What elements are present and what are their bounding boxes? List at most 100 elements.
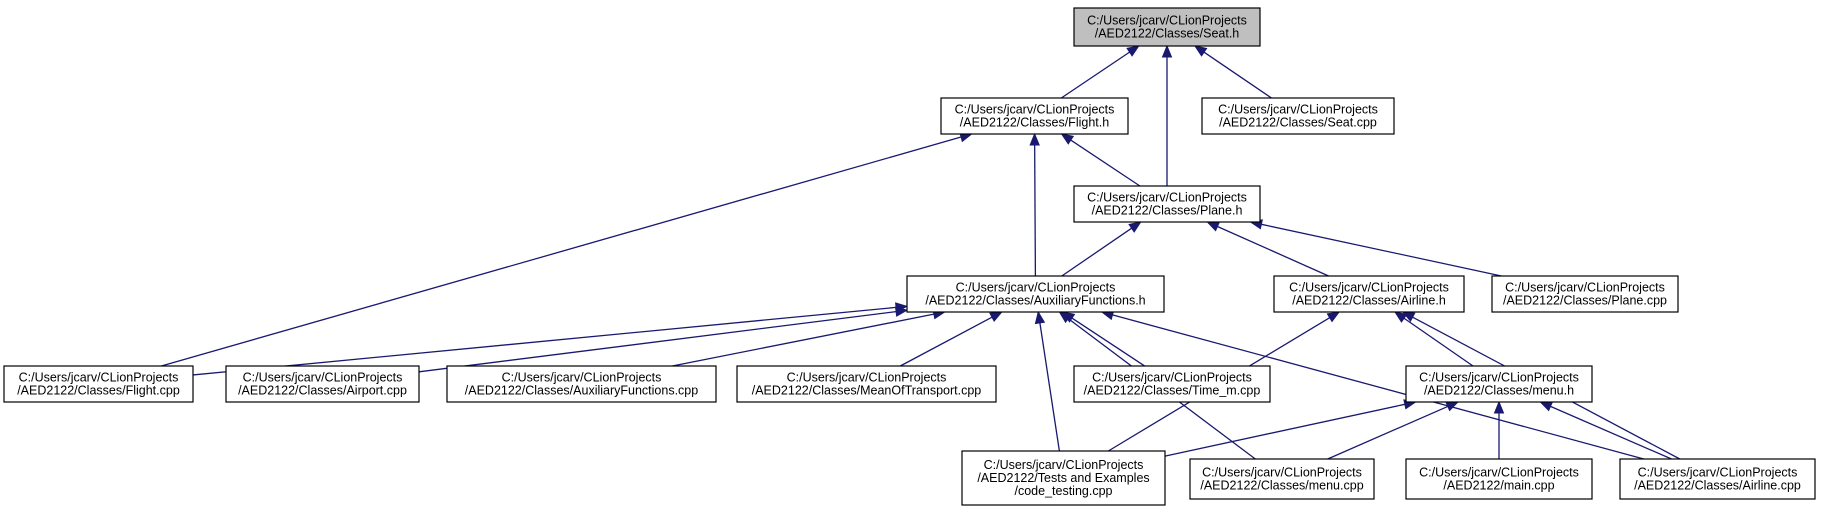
edge-airline_cpp-to-menu_h: [1539, 401, 1672, 460]
node-box: [1491, 275, 1679, 313]
arrowhead-icon: [1193, 45, 1208, 57]
node-menu-h[interactable]: C:/Users/jcarv/CLionProjects/AED2122/Cla…: [1405, 365, 1593, 403]
node-label-line: /AED2122/Classes/AuxiliaryFunctions.h: [925, 294, 1145, 308]
node-box: [961, 450, 1166, 506]
node-aux-cpp[interactable]: C:/Users/jcarv/CLionProjects/AED2122/Cla…: [446, 365, 717, 403]
node-label-line: /AED2122/Classes/MeanOfTransport.cpp: [752, 384, 982, 398]
edge-line: [1403, 317, 1474, 367]
arrowhead-icon: [1058, 311, 1072, 324]
node-label-line: C:/Users/jcarv/CLionProjects: [1289, 281, 1449, 295]
edge-line: [1164, 403, 1405, 457]
arrowhead-icon: [1445, 401, 1460, 412]
edge-line: [1034, 144, 1037, 277]
node-time-cpp[interactable]: C:/Users/jcarv/CLionProjects/AED2122/Cla…: [1073, 365, 1271, 403]
node-seat-cpp[interactable]: C:/Users/jcarv/CLionProjects/AED2122/Cla…: [1201, 97, 1395, 135]
node-box: [1273, 275, 1465, 313]
edge-mean_cpp-to-aux_h: [899, 311, 1003, 367]
edge-line: [1261, 223, 1502, 277]
node-flight-cpp[interactable]: C:/Users/jcarv/CLionProjects/AED2122/Cla…: [3, 365, 194, 403]
edge-code_testing-to-menu_h: [1164, 399, 1417, 457]
node-code-testing[interactable]: C:/Users/jcarv/CLionProjects/AED2122/Tes…: [961, 450, 1166, 506]
node-menu-cpp[interactable]: C:/Users/jcarv/CLionProjects/AED2122/Cla…: [1189, 458, 1375, 500]
node-label-line: C:/Users/jcarv/CLionProjects: [1419, 371, 1579, 385]
node-airline-h[interactable]: C:/Users/jcarv/CLionProjects/AED2122/Cla…: [1273, 275, 1465, 313]
node-plane-h[interactable]: C:/Users/jcarv/CLionProjects/AED2122/Cla…: [1073, 185, 1261, 223]
edge-plane_h-to-seat_h: [1161, 44, 1173, 186]
arrowhead-icon: [1539, 401, 1554, 412]
node-label-line: /AED2122/Classes/Time_m.cpp: [1084, 384, 1261, 398]
node-aux-h[interactable]: C:/Users/jcarv/CLionProjects/AED2122/Cla…: [906, 275, 1165, 313]
node-label-line: /AED2122/Classes/AuxiliaryFunctions.cpp: [465, 384, 698, 398]
node-flight-h[interactable]: C:/Users/jcarv/CLionProjects/AED2122/Cla…: [940, 97, 1129, 135]
node-label-line: C:/Users/jcarv/CLionProjects: [955, 103, 1115, 117]
nodes-layer: C:/Users/jcarv/CLionProjects/AED2122/Cla…: [3, 7, 1816, 506]
arrowhead-icon: [1029, 132, 1040, 146]
edge-line: [1217, 225, 1329, 277]
node-label-line: C:/Users/jcarv/CLionProjects: [956, 281, 1116, 295]
edge-line: [1039, 322, 1061, 452]
edge-plane_cpp-to-plane_h: [1249, 219, 1502, 277]
node-airport-cpp[interactable]: C:/Users/jcarv/CLionProjects/AED2122/Cla…: [225, 365, 420, 403]
edge-line: [418, 310, 897, 373]
node-box: [1619, 458, 1816, 500]
node-label-line: /AED2122/Classes/Airline.h: [1292, 294, 1446, 308]
node-label-line: C:/Users/jcarv/CLionProjects: [502, 371, 662, 385]
node-label-line: C:/Users/jcarv/CLionProjects: [1218, 103, 1378, 117]
edge-airline_h-to-plane_h: [1206, 221, 1329, 277]
edge-plane_h-to-flight_h: [1060, 133, 1141, 187]
arrowhead-icon: [1034, 310, 1046, 325]
node-label-line: C:/Users/jcarv/CLionProjects: [787, 371, 947, 385]
node-box: [940, 97, 1129, 135]
node-label-line: C:/Users/jcarv/CLionProjects: [243, 371, 403, 385]
node-label-line: C:/Users/jcarv/CLionProjects: [1092, 371, 1252, 385]
node-box: [1073, 7, 1261, 47]
edge-flight_cpp-to-aux_h: [192, 302, 909, 376]
node-label-line: /AED2122/Classes/Airport.cpp: [238, 384, 407, 398]
arrowhead-icon: [1326, 311, 1341, 323]
edge-flight_h-to-seat_h: [1060, 45, 1140, 99]
node-box: [1073, 365, 1271, 403]
node-box: [1201, 97, 1395, 135]
edge-line: [1112, 314, 1644, 460]
node-label-line: /AED2122/Classes/Plane.cpp: [1503, 294, 1667, 308]
edge-line: [672, 313, 935, 367]
node-box: [736, 365, 997, 403]
arrowhead-icon: [1161, 44, 1173, 58]
edge-airport_cpp-to-aux_h: [418, 306, 909, 373]
node-box: [446, 365, 717, 403]
edge-line: [1071, 317, 1146, 367]
node-main-cpp[interactable]: C:/Users/jcarv/CLionProjects/AED2122/mai…: [1405, 458, 1593, 500]
node-label-line: C:/Users/jcarv/CLionProjects: [19, 371, 179, 385]
edge-aux_h-to-flight_h: [1029, 132, 1040, 277]
node-label-line: C:/Users/jcarv/CLionProjects: [1087, 14, 1247, 28]
node-plane-cpp[interactable]: C:/Users/jcarv/CLionProjects/AED2122/Cla…: [1491, 275, 1679, 313]
node-label-line: /AED2122/Tests and Examples: [977, 471, 1149, 485]
arrowhead-icon: [1393, 311, 1408, 323]
edge-line: [1070, 139, 1141, 187]
node-label-line: /AED2122/Classes/Seat.h: [1095, 27, 1240, 41]
edge-line: [192, 306, 897, 376]
node-mean-cpp[interactable]: C:/Users/jcarv/CLionProjects/AED2122/Cla…: [736, 365, 997, 403]
arrowhead-icon: [1128, 221, 1142, 233]
edge-line: [1550, 405, 1672, 460]
node-label-line: /AED2122/Classes/Airline.cpp: [1634, 479, 1801, 493]
node-label-line: C:/Users/jcarv/CLionProjects: [984, 458, 1144, 472]
arrowhead-icon: [1126, 45, 1140, 57]
edges-layer: [161, 44, 1681, 460]
edge-menu_h-to-airline_h: [1393, 311, 1474, 367]
edge-aux_h-to-plane_h: [1061, 221, 1142, 277]
arrowhead-icon: [894, 306, 909, 317]
edge-seat_cpp-to-seat_h: [1193, 45, 1272, 99]
node-label-line: C:/Users/jcarv/CLionProjects: [1638, 466, 1798, 480]
node-label-line: /AED2122/Classes/Plane.h: [1092, 204, 1243, 218]
node-label-line: C:/Users/jcarv/CLionProjects: [1419, 466, 1579, 480]
node-box: [1405, 365, 1593, 403]
edge-main_cpp-to-menu_h: [1493, 400, 1505, 459]
node-box: [1189, 458, 1375, 500]
edge-menu_cpp-to-menu_h: [1327, 401, 1460, 460]
node-airline-cpp[interactable]: C:/Users/jcarv/CLionProjects/AED2122/Cla…: [1619, 458, 1816, 500]
node-label-line: C:/Users/jcarv/CLionProjects: [1505, 281, 1665, 295]
arrowhead-icon: [1493, 400, 1505, 414]
edge-line: [1061, 227, 1132, 277]
